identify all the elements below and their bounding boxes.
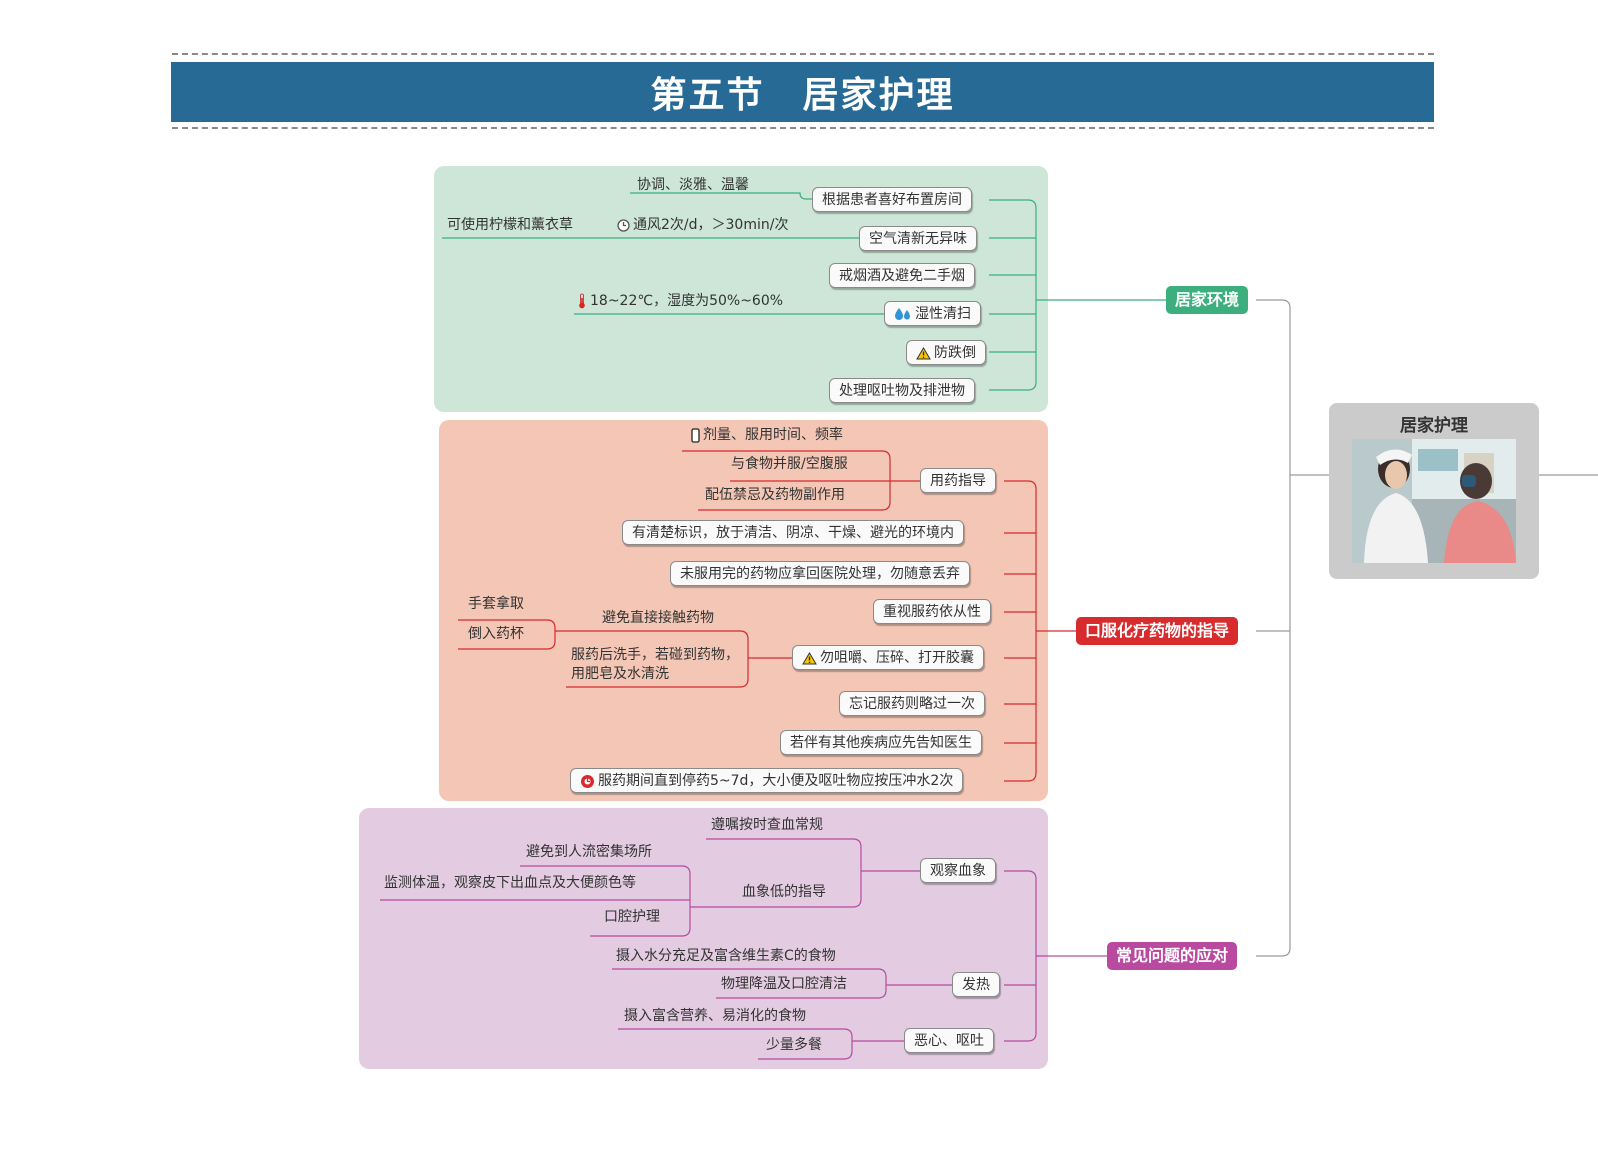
root-title: 居家护理 [1400,416,1468,436]
oral-detail-wash-hands: 服药后洗手，若碰到药物，用肥皂及水清洗 [571,647,739,682]
toilet-icon [581,774,594,788]
env-detail-herbs: 可使用柠檬和薰衣草 [447,217,573,233]
common-detail-small-meals: 少量多餐 [766,1037,822,1053]
oral-sub-gloves: 手套拿取 [468,596,524,612]
oral-detail-with-food: 与食物并服/空腹服 [731,456,848,472]
oral-item-missed-dose[interactable]: 忘记服药则略过一次 [839,691,985,716]
oral-item-medication-guidance[interactable]: 用药指导 [920,468,996,493]
common-detail-fluids: 摄入水分充足及富含维生素C的食物 [616,948,836,964]
common-item-blood-count[interactable]: 观察血象 [920,858,996,883]
oral-item-no-crushing: 勿咀嚼、压碎、打开胶囊 [820,650,974,666]
common-detail-low-count: 血象低的指导 [742,884,826,900]
phone-icon [691,427,700,443]
env-detail-temperature: 18~22℃，湿度为50%~60% [590,293,784,309]
env-detail-ventilation-row: 通风2次/d，＞30min/次 [617,216,788,234]
oral-item-storage[interactable]: 有清楚标识，放于清洁、阴凉、干燥、避光的环境内 [622,520,964,545]
oral-item-flush-twice-box[interactable]: 服药期间直到停药5~7d，大小便及呕吐物应按压冲水2次 [570,768,964,793]
env-item-room-layout[interactable]: 根据患者喜好布置房间 [812,187,972,212]
oral-sub-cup: 倒入药杯 [468,626,524,642]
title-banner: 第五节 居家护理 [171,62,1434,122]
water-drop-icon [895,308,910,320]
branch-common[interactable]: 常见问题的应对 [1107,942,1238,970]
env-item-wet-cleaning: 湿性清扫 [915,306,971,322]
oral-item-return-unused[interactable]: 未服用完的药物应拿回医院处理，勿随意丢弃 [670,561,970,586]
oral-item-tell-doctor[interactable]: 若伴有其他疾病应先告知医生 [780,730,982,755]
warning-icon [802,651,817,664]
env-detail-temperature-row: 18~22℃，湿度为50%~60% [577,292,783,310]
header-top-divider [172,53,1434,55]
header-bottom-divider [172,127,1434,129]
oral-item-adherence[interactable]: 重视服药依从性 [873,599,991,624]
oral-detail-contraindications: 配伍禁忌及药物副作用 [705,487,845,503]
oral-item-flush-twice: 服药期间直到停药5~7d，大小便及呕吐物应按压冲水2次 [598,773,954,789]
env-item-waste-handling[interactable]: 处理呕吐物及排泄物 [829,378,975,403]
oral-item-no-crushing-box[interactable]: 勿咀嚼、压碎、打开胶囊 [792,645,984,670]
common-sub-oral-care: 口腔护理 [604,909,660,925]
common-sub-monitor-temp: 监测体温，观察皮下出血点及大便颜色等 [384,875,636,891]
common-detail-cooling: 物理降温及口腔清洁 [721,976,847,992]
branch-env[interactable]: 居家环境 [1166,286,1249,314]
common-item-fever[interactable]: 发热 [952,972,1000,997]
page-title: 第五节 居家护理 [650,74,955,116]
common-detail-check-blood: 遵嘱按时查血常规 [711,817,823,833]
common-detail-nutrition: 摄入富含营养、易消化的食物 [624,1008,806,1024]
nurse-patient-photo [1352,439,1516,563]
thermometer-icon [579,293,585,309]
oral-detail-dosage: 剂量、服用时间、频率 [703,427,843,443]
oral-detail-dosage-row: 剂量、服用时间、频率 [691,426,843,444]
oral-detail-avoid-contact: 避免直接接触药物 [602,610,714,626]
common-panel [359,808,1048,1069]
clock-icon [617,218,630,232]
env-item-fall-prevention-box[interactable]: 防跌倒 [906,340,986,365]
common-item-nausea[interactable]: 恶心、呕吐 [904,1028,994,1053]
env-detail-ventilation: 通风2次/d，＞30min/次 [633,217,789,233]
env-detail-room-style: 协调、淡雅、温馨 [637,177,749,193]
warning-icon [916,346,931,359]
env-item-fresh-air[interactable]: 空气清新无异味 [859,226,977,251]
root-node[interactable]: 居家护理 [1329,403,1539,579]
env-item-fall-prevention: 防跌倒 [934,345,976,361]
branch-oral[interactable]: 口服化疗药物的指导 [1076,617,1239,645]
env-item-wet-cleaning-box[interactable]: 湿性清扫 [884,301,981,326]
common-sub-avoid-crowds: 避免到人流密集场所 [526,844,652,860]
env-item-no-smoking[interactable]: 戒烟酒及避免二手烟 [829,263,975,288]
